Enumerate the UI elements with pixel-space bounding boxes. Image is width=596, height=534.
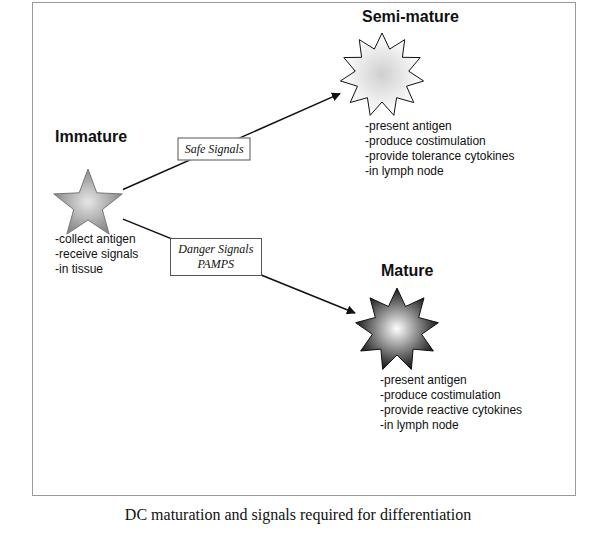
property-line: -present antigen — [365, 119, 452, 133]
star-outline — [356, 288, 439, 369]
star-outline — [340, 33, 423, 115]
dendritic-cell-star — [340, 33, 424, 117]
cell-node: Semi-mature-present antigen-produce cost… — [340, 33, 424, 117]
property-line: -present antigen — [380, 373, 467, 387]
signal-box: Safe Signals — [178, 138, 251, 161]
star-outline — [54, 169, 122, 234]
signal-arrow — [123, 94, 340, 190]
property-line: -in tissue — [55, 262, 103, 276]
property-line: -provide reactive cytokines — [380, 403, 522, 417]
signal-box: Danger Signals PAMPS — [170, 238, 262, 276]
cell-node: Immature-collect antigen-receive signals… — [53, 170, 123, 240]
property-line: -collect antigen — [55, 232, 136, 246]
property-line: -produce costimulation — [380, 388, 501, 402]
stage-heading: Semi-mature — [362, 8, 459, 26]
stage-heading: Immature — [55, 128, 127, 146]
property-line: -in lymph node — [365, 164, 444, 178]
dendritic-cell-star — [355, 288, 439, 372]
property-line: -produce costimulation — [365, 134, 486, 148]
figure-caption: DC maturation and signals required for d… — [0, 506, 596, 524]
cell-node: Mature-present antigen-produce costimula… — [355, 288, 439, 372]
property-line: -in lymph node — [380, 418, 459, 432]
property-line: -receive signals — [55, 247, 138, 261]
property-line: -provide tolerance cytokines — [365, 149, 514, 163]
dendritic-cell-star — [53, 170, 123, 240]
stage-heading: Mature — [381, 262, 433, 280]
signal-arrow — [123, 219, 355, 313]
